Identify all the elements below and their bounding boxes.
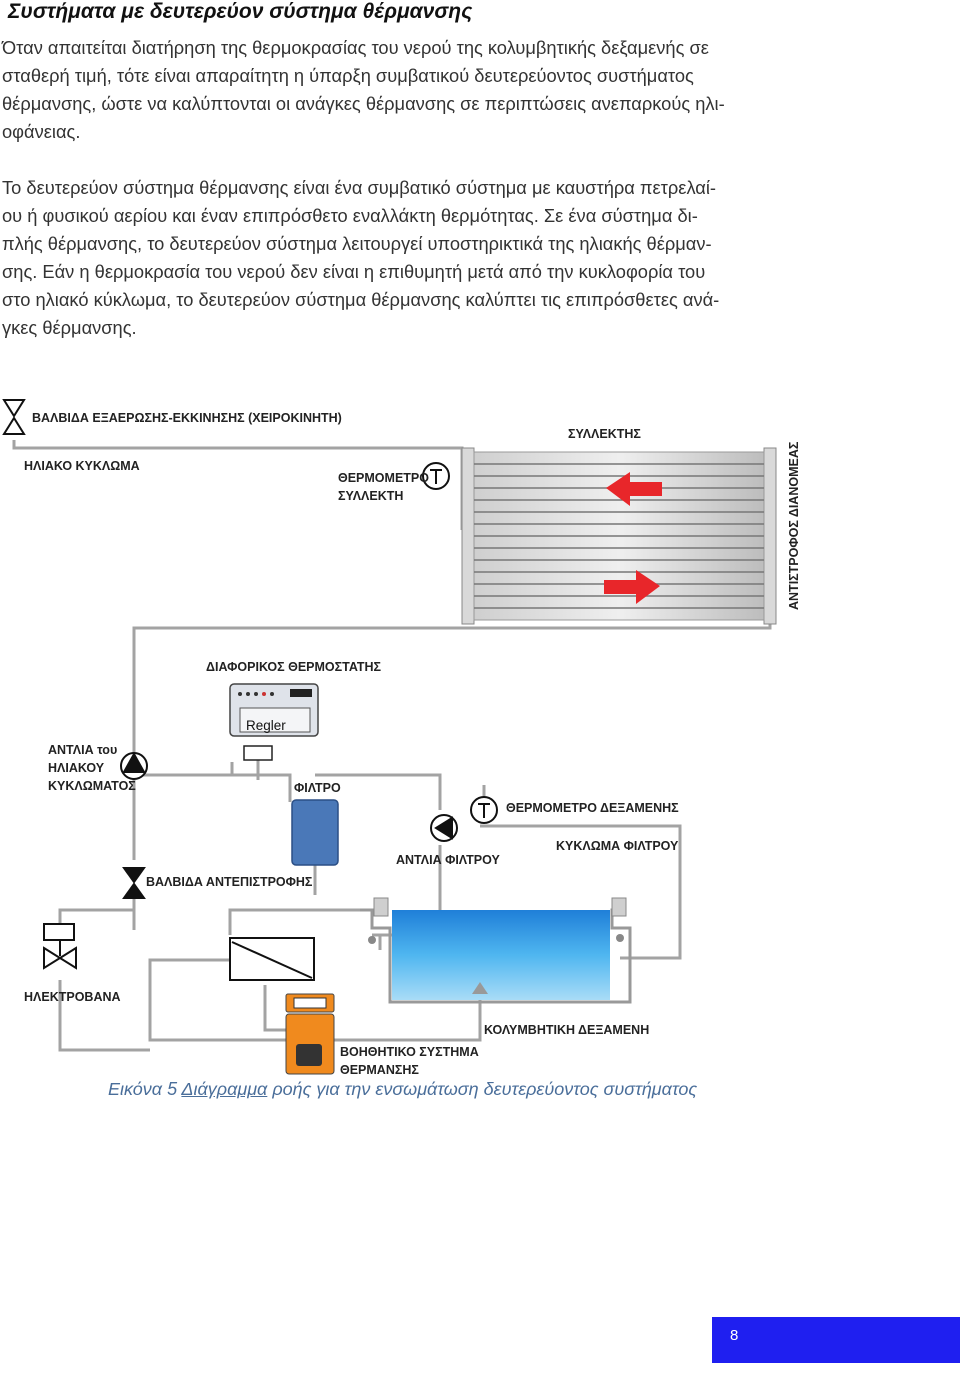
paragraph-line: γκες θέρμανσης. — [2, 317, 137, 339]
controller-brand: Regler — [246, 718, 286, 733]
paragraph-line: Το δευτερεύον σύστημα θέρμανσης είναι έν… — [2, 177, 717, 198]
flow-diagram: ΒΑΛΒΙΔΑ ΕΞΑΕΡΩΣΗΣ-ΕΚΚΙΝΗΣΗΣ (ΧΕΙΡΟΚΙΝΗΤΗ… — [2, 399, 801, 1077]
controller: Regler — [229, 683, 319, 737]
label-check-valve: ΒΑΛΒΙΔΑ ΑΝΤΕΠΙΣΤΡΟΦΗΣ — [146, 875, 313, 889]
label-manifold: ΑΝΤΙΣΤΡΟΦΟΣ ΔΙΑΝΟΜΕΑΣ — [787, 441, 801, 610]
pipe — [315, 773, 442, 810]
label-filter: ΦΙΛΤΡΟ — [294, 781, 341, 795]
figure-caption: Εικόνα 5 Διάγραμμα ροής για την ενσωμάτω… — [108, 1079, 697, 1100]
label-diff-thermostat: ΔΙΑΦΟΡΙΚΟΣ ΘΕΡΜΟΣΤΑΤΗΣ — [206, 660, 381, 674]
label-pool: ΚΟΛΥΜΒΗΤΙΚΗ ΔΕΞΑΜΕΝΗ — [484, 1023, 649, 1037]
section-heading: Συστήματα με δευτερεύον σύστημα θέρμανση… — [8, 0, 473, 23]
caption-rest: ροής για την ενσωμάτωση δευτερεύοντος συ… — [272, 1079, 698, 1099]
paragraph-line: ου ή φυσικού αερίου και έναν επιπρόσθετο… — [2, 205, 698, 227]
caption-underlined: Διάγραμμα — [181, 1079, 268, 1099]
boiler — [285, 993, 335, 1075]
arrow-up-icon — [472, 982, 488, 994]
label-filter-circuit: ΚΥΚΛΩΜΑ ΦΙΛΤΡΟΥ — [556, 839, 679, 853]
label-pump-solar-3: ΚΥΚΛΩΜΑΤΟΣ — [48, 779, 136, 793]
pipe — [134, 773, 292, 802]
label-solar-circuit: ΗΛΙΑΚΟ ΚΥΚΛΩΜΑ — [24, 459, 140, 473]
pump-icon — [120, 751, 148, 780]
paragraph-line: πλής θέρμανσης, το δευτερεύον σύστημα λε… — [2, 233, 712, 255]
paragraph-1: Όταν απαιτείται διατήρηση της θερμοκρασί… — [2, 34, 858, 146]
paragraph-line: θέρμανσης, ώστε να καλύπτονται οι ανάγκε… — [2, 93, 725, 115]
caption-prefix: Εικόνα 5 — [108, 1079, 178, 1099]
label-filter-pump: ΑΝΤΛΙΑ ΦΙΛΤΡΟΥ — [396, 853, 500, 867]
paragraph-line: σης. Εάν η θερμοκρασία του νερού δεν είν… — [2, 261, 706, 283]
pipe — [263, 985, 290, 1032]
solenoid-valve-icon — [43, 923, 77, 970]
pipe — [58, 980, 150, 1052]
arrow-left-icon — [606, 472, 662, 506]
arrow-right-icon — [604, 570, 660, 604]
paragraph-2: Το δευτερεύον σύστημα θέρμανσης είναι έν… — [2, 174, 858, 343]
pipe — [480, 824, 682, 960]
sensor-box — [243, 745, 273, 761]
label-collector-thermometer-2: ΣΥΛΛΕΚΤΗ — [338, 489, 403, 503]
label-aux-system-2: ΘΕΡΜΑΝΣΗΣ — [340, 1063, 419, 1077]
swimming-pool — [360, 897, 632, 1004]
solar-collector — [461, 447, 777, 625]
page-number: 8 — [730, 1327, 739, 1344]
page-number-box: 8 — [712, 1317, 960, 1363]
label-pump-solar-1: ΑΝΤΛΙΑ του — [48, 743, 117, 757]
label-collector: ΣΥΛΛΕΚΤΗΣ — [568, 427, 641, 441]
heat-exchanger — [229, 937, 315, 981]
tank-thermometer-icon — [470, 796, 498, 824]
paragraph-line: στο ηλιακό κύκλωμα, το δευτερεύον σύστημ… — [2, 289, 720, 311]
label-pump-solar-2: ΗΛΙΑΚΟΥ — [48, 761, 105, 775]
label-tank-thermometer: ΘΕΡΜΟΜΕΤΡΟ ΔΕΞΑΜΕΝΗΣ — [506, 801, 679, 815]
filter-pump-icon — [430, 814, 458, 842]
label-collector-thermometer: ΘΕΡΜΟΜΕΤΡΟ — [338, 471, 429, 485]
pipe — [228, 908, 360, 935]
label-vent-valve: ΒΑΛΒΙΔΑ ΕΞΑΕΡΩΣΗΣ-ΕΚΚΙΝΗΣΗΣ (ΧΕΙΡΟΚΙΝΗΤΗ… — [32, 411, 342, 425]
label-solenoid-valve: ΗΛΕΚΤΡΟΒΑΝΑ — [24, 990, 121, 1004]
paragraph-line: Όταν απαιτείται διατήρηση της θερμοκρασί… — [2, 37, 709, 58]
thermometer-icon — [422, 462, 450, 490]
vent-valve-icon — [2, 399, 26, 435]
paragraph-line: σταθερή τιμή, τότε είναι απαραίτητη η ύπ… — [2, 65, 694, 87]
check-valve-icon — [122, 867, 146, 899]
filter-tank — [291, 799, 339, 866]
label-aux-system: ΒΟΗΘΗΤΙΚΟ ΣΥΣΤΗΜΑ — [340, 1045, 479, 1059]
paragraph-line: οφάνειας. — [2, 121, 81, 143]
